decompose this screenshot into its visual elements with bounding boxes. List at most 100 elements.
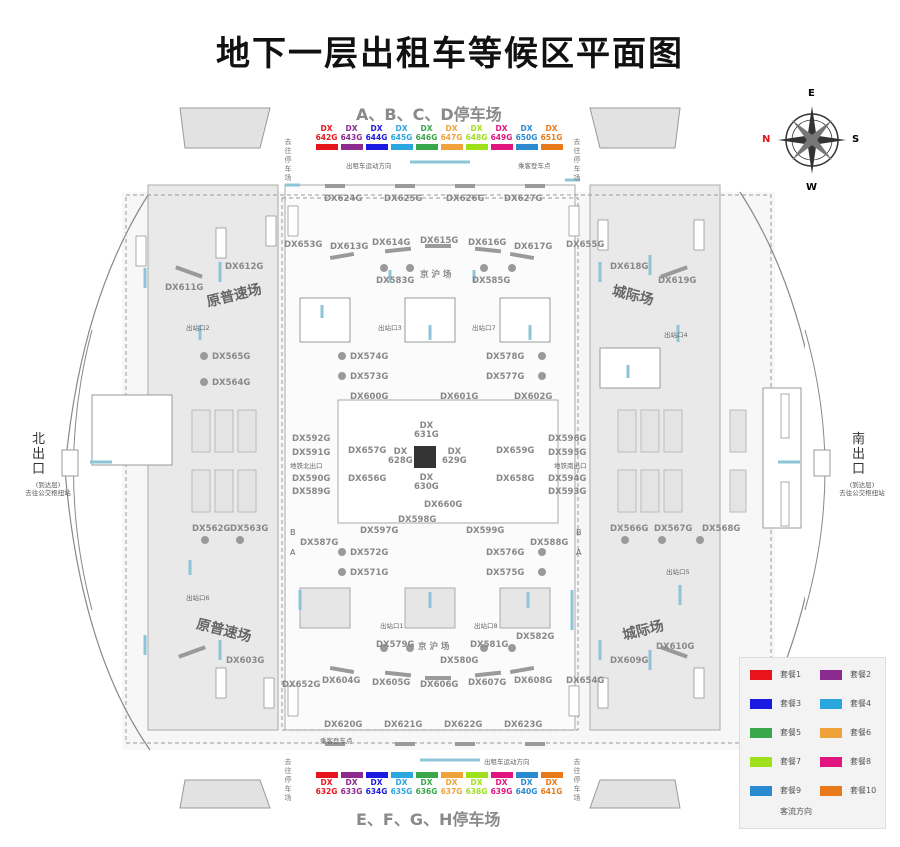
legend-label: 套餐1	[780, 670, 802, 679]
metro-north-exit: 地铁北出口	[290, 462, 323, 470]
stand-label: DX572G	[350, 548, 389, 558]
stand-label: DX 628G	[388, 447, 413, 466]
compass-w: W	[806, 182, 818, 193]
code-swatch	[415, 144, 438, 150]
stand-label: DX612G	[225, 262, 264, 272]
code-text: DX 650G	[515, 124, 538, 142]
code-cell: DX 638G	[464, 770, 489, 796]
compass-s: S	[852, 134, 860, 145]
marker-a-right: A	[576, 548, 582, 557]
code-text: DX 651G	[540, 124, 563, 142]
code-swatch	[490, 772, 513, 778]
stand-label: DX659G	[496, 446, 535, 456]
stand-label: DX580G	[440, 656, 479, 666]
code-cell: DX 637G	[439, 770, 464, 796]
legend-item: 套餐2	[820, 669, 871, 680]
stand-label: DX562G	[192, 524, 231, 534]
legend-item: 套餐9	[750, 785, 801, 796]
code-cell: DX 641G	[539, 770, 564, 796]
stand-label: DX613G	[330, 242, 369, 252]
legend-label: 套餐6	[850, 728, 872, 737]
exit-out7: 出站口7	[472, 324, 496, 332]
legend-flow: 客流方向	[780, 806, 812, 817]
zone-label: 京 沪 场	[418, 642, 450, 652]
code-text: DX 644G	[365, 124, 388, 142]
legend-item: 套餐3	[750, 698, 801, 709]
stand-label: DX574G	[350, 352, 389, 362]
code-text: DX 639G	[490, 778, 513, 796]
code-text: DX 636G	[415, 778, 438, 796]
stand-label: DX603G	[226, 656, 265, 666]
code-text: DX 638G	[465, 778, 488, 796]
stand-label: DX657G	[348, 446, 387, 456]
pickup-bottom: 乘客登车点	[320, 737, 353, 745]
stand-label: DX589G	[292, 487, 331, 497]
code-cell: DX 646G	[414, 124, 439, 150]
east-parking-top: 去往停车场	[573, 138, 581, 182]
stand-label: DX573G	[350, 372, 389, 382]
code-text: DX 640G	[515, 778, 538, 796]
legend-item: 套餐6	[820, 727, 871, 738]
stand-label: DX594G	[548, 474, 587, 484]
stand-label: DX576G	[486, 548, 525, 558]
code-text: DX 637G	[440, 778, 463, 796]
code-text: DX 643G	[340, 124, 363, 142]
legend-swatch	[750, 727, 772, 738]
stand-label: DX604G	[322, 676, 361, 686]
code-cell: DX 648G	[464, 124, 489, 150]
code-text: DX 632G	[315, 778, 338, 796]
stand-label: DX627G	[504, 194, 543, 204]
code-swatch	[315, 772, 338, 778]
code-cell: DX 635G	[389, 770, 414, 796]
stand-label: DX660G	[424, 500, 463, 510]
stand-label: DX 629G	[442, 447, 467, 466]
code-text: DX 649G	[490, 124, 513, 142]
legend-label: 套餐9	[780, 786, 802, 795]
stand-label: DX566G	[610, 524, 649, 534]
code-text: DX 635G	[390, 778, 413, 796]
legend-swatch	[750, 785, 772, 796]
stand-label: DX596G	[548, 434, 587, 444]
stand-label: DX617G	[514, 242, 553, 252]
north-exit-label: 北 出 口	[32, 432, 46, 477]
stand-label: DX585G	[472, 276, 511, 286]
code-swatch	[415, 772, 438, 778]
code-swatch	[390, 144, 413, 150]
bottom-parking-label: E、F、G、H停车场	[356, 810, 501, 829]
code-text: DX 645G	[390, 124, 413, 142]
exit-out1: 出站口1	[380, 622, 404, 630]
code-text: DX 641G	[540, 778, 563, 796]
stand-label: DX592G	[292, 434, 331, 444]
legend-swatch	[820, 669, 842, 680]
code-cell: DX 632G	[314, 770, 339, 796]
stand-label: DX593G	[548, 487, 587, 497]
code-text: DX 647G	[440, 124, 463, 142]
legend-swatch	[820, 727, 842, 738]
marker-b-left: B	[290, 528, 296, 537]
code-cell: DX 643G	[339, 124, 364, 150]
legend-item: 套餐10	[820, 785, 876, 796]
legend-label: 套餐5	[780, 728, 802, 737]
legend-label: 套餐4	[850, 699, 872, 708]
code-swatch	[490, 144, 513, 150]
stand-label: DX623G	[504, 720, 543, 730]
south-exit-sub: (到达层) 去往公交枢纽站	[839, 481, 885, 497]
legend	[739, 657, 886, 829]
legend-swatch	[820, 785, 842, 796]
marker-a-left: A	[290, 548, 296, 557]
stand-label: DX625G	[384, 194, 423, 204]
stand-label: DX622G	[444, 720, 483, 730]
legend-item: 套餐5	[750, 727, 801, 738]
code-text: DX 633G	[340, 778, 363, 796]
legend-label: 套餐2	[850, 670, 872, 679]
legend-item: 套餐7	[750, 756, 801, 767]
code-cell: DX 649G	[489, 124, 514, 150]
stand-label: DX581G	[470, 640, 509, 650]
stand-label: DX618G	[610, 262, 649, 272]
code-swatch	[515, 772, 538, 778]
code-swatch	[465, 144, 488, 150]
legend-label: 套餐10	[850, 786, 877, 795]
stand-label: DX 630G	[414, 473, 439, 492]
